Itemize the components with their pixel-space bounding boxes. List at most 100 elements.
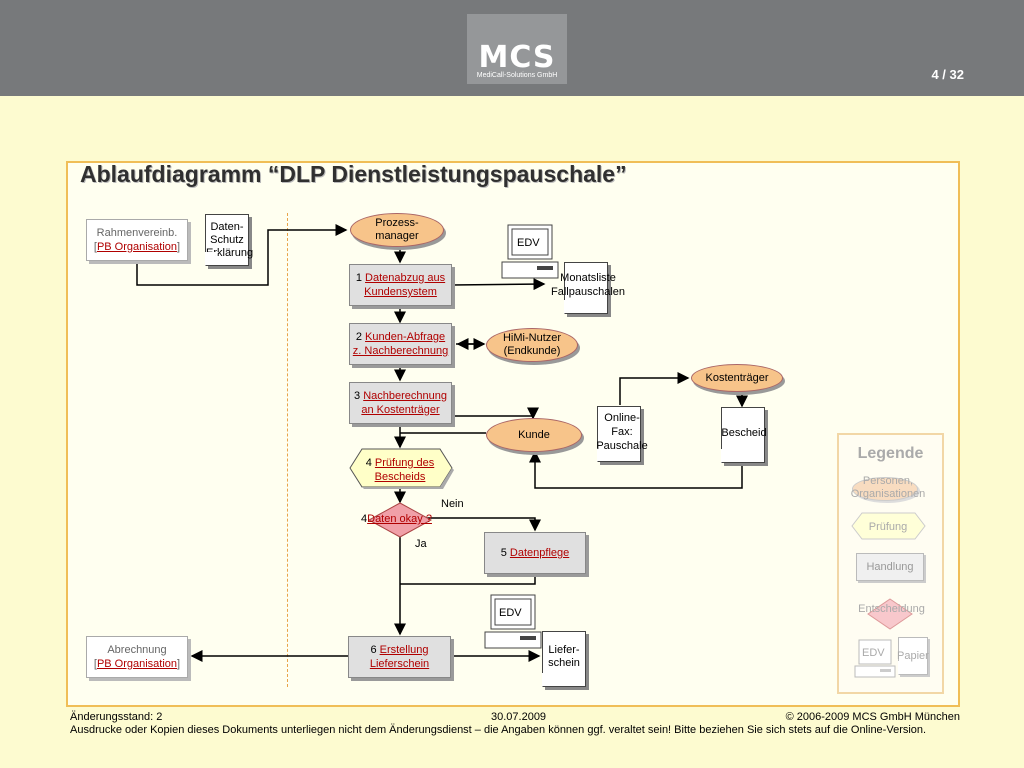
monatsliste-line1: Monatsliste — [560, 272, 616, 284]
step4-line1: 4 Prüfung des — [348, 456, 452, 470]
page-fold — [564, 300, 578, 314]
bescheid-document — [721, 407, 765, 463]
step1-line1: 1 Datenabzug aus — [356, 271, 445, 285]
lieferschein-document: Liefer- schein — [542, 631, 586, 687]
himi-nutzer-oval: HiMi-Nutzer (Endkunde) — [486, 328, 578, 362]
rahmen-pb-organisation-link[interactable]: PB Organisation — [96, 241, 178, 253]
abrechnung-box: Abrechnung [PB Organisation] — [86, 636, 188, 678]
legend-handlung-label: Handlung — [866, 561, 914, 573]
mcs-logo: MCS MediCall-Solutions GmbH — [467, 14, 567, 84]
step2-box: 2 Kunden-Abfrage z. Nachberechnung — [349, 323, 452, 365]
legend-entscheidung-label: Entscheidung — [858, 603, 925, 615]
decision-number: 4 — [361, 513, 368, 525]
step3-number: 3 — [354, 390, 361, 402]
legend-handlung-box: Handlung — [856, 553, 924, 581]
step4-line2: Bescheids — [348, 470, 452, 484]
online-fax-document — [597, 406, 641, 462]
monatsliste-line2: Fallpauschalen — [551, 286, 625, 298]
legend-papier-document — [898, 637, 928, 675]
step5-number: 5 — [500, 547, 507, 559]
step5-box: 5 Datenpflege — [484, 532, 586, 574]
divider-line — [287, 213, 288, 687]
legend-edv-icon — [854, 639, 896, 678]
legend-title: Legende — [857, 445, 924, 462]
himi-line1: HiMi-Nutzer — [502, 332, 562, 344]
prozessmanager-oval: Prozess- manager — [350, 213, 444, 247]
step4-link-bescheids[interactable]: Bescheids — [374, 471, 426, 483]
datenschutz-line1: Daten- — [210, 221, 244, 233]
edv1-label: EDV — [517, 237, 540, 249]
abrechnung-pb-organisation-link[interactable]: PB Organisation — [96, 658, 178, 670]
step4-number: 4 — [365, 457, 372, 469]
rahmen-link-wrapper: [PB Organisation] — [93, 241, 181, 253]
nein-label: Nein — [441, 498, 464, 510]
abrechnung-label: Abrechnung — [107, 644, 167, 656]
page-fold — [597, 448, 611, 462]
step6-box: 6 Erstellung Lieferschein — [348, 636, 451, 678]
page-title: Ablaufdiagramm “DLP Dienstleistungspausc… — [80, 161, 627, 187]
footer-date: 30.07.2009 — [491, 711, 547, 723]
step1-link-datenabzug[interactable]: Datenabzug aus — [365, 272, 446, 284]
footer-disclaimer: Ausdrucke oder Kopien dieses Dokuments u… — [70, 724, 927, 736]
decision-link-daten-okay[interactable]: Daten okay ? — [367, 513, 432, 525]
monatsliste-label: Monatsliste Fallpauschalen — [540, 271, 636, 299]
kunde-label: Kunde — [518, 428, 550, 441]
himi-line2: (Endkunde) — [503, 345, 561, 357]
legend-pruefung-label: Prüfung — [868, 521, 908, 533]
prozessmanager-line1: Prozess- — [375, 217, 419, 229]
step1-box: 1 Datenabzug aus Kundensystem — [349, 264, 452, 306]
bescheid-label: Bescheid — [721, 427, 767, 439]
edv-computer-icon — [484, 594, 542, 649]
step2-line1: 2 Kunden-Abfrage — [356, 330, 445, 344]
step3-link-kostentraeger[interactable]: an Kostenträger — [361, 404, 440, 416]
lieferschein-line1: Liefer- — [548, 644, 580, 656]
step4-link-pruefung[interactable]: Prüfung des — [374, 457, 435, 469]
online-fax-line2: Fax: — [611, 426, 633, 438]
abrechnung-link-wrapper: [PB Organisation] — [93, 658, 181, 670]
step2-number: 2 — [355, 331, 362, 343]
prozessmanager-line2: manager — [375, 230, 419, 242]
step1-number: 1 — [355, 272, 362, 284]
rahmenvereinbarung-box: Rahmenvereinb. [PB Organisation] — [86, 219, 188, 261]
legend-person-label: Personen, Organisationen — [840, 475, 936, 501]
page-fold — [205, 252, 219, 266]
step5-link-datenpflege[interactable]: Datenpflege — [509, 547, 570, 559]
online-fax-line3: Pauschale — [596, 440, 648, 452]
footer-status: Änderungsstand: 2 — [70, 711, 163, 723]
online-fax-label: Online- Fax: Pauschale — [584, 411, 660, 453]
logo-subtext: MediCall-Solutions GmbH — [476, 72, 558, 79]
page-number: 4 / 32 — [931, 67, 964, 82]
step4-pruefung-hexagon — [349, 448, 454, 489]
step3-box: 3 Nachberechnung an Kostenträger — [349, 382, 452, 424]
legend-entscheidung-diamond — [867, 598, 913, 630]
page-fold — [898, 661, 912, 675]
step5-line1: 5 Datenpflege — [501, 546, 570, 560]
step6-number: 6 — [370, 644, 377, 656]
step6-line1: 6 Erstellung — [370, 643, 428, 657]
footer-copyright: © 2006-2009 MCS GmbH München — [785, 711, 960, 723]
edv2-label: EDV — [499, 607, 522, 619]
step6-link-lieferschein[interactable]: Lieferschein — [369, 658, 430, 670]
decision-label: 4Daten okay ? — [361, 513, 432, 525]
edv-computer-icon — [501, 224, 559, 279]
step6-link-erstellung[interactable]: Erstellung — [379, 644, 429, 656]
online-fax-line1: Online- — [604, 412, 640, 424]
step3-link-nachberechnung[interactable]: Nachberechnung — [363, 390, 447, 402]
step3-line1: 3 Nachberechnung — [354, 389, 447, 403]
step2-link-kunden-abfrage[interactable]: Kunden-Abfrage — [365, 331, 446, 343]
ja-label: Ja — [415, 538, 427, 550]
legend-papier-label: Papier — [897, 650, 929, 662]
step4-label: 4 Prüfung des Bescheids — [348, 456, 452, 484]
kostentraeger-oval: Kostenträger — [691, 364, 783, 392]
legend-pruefung-hexagon — [851, 512, 926, 540]
datenschutz-document: Daten- Schutz Erklärung — [205, 214, 253, 266]
page-fold — [721, 449, 735, 463]
logo-text: MCS — [478, 40, 556, 75]
decision-diamond — [368, 502, 433, 538]
rahmen-label: Rahmenvereinb. — [96, 227, 178, 239]
step2-link-nachberechnung[interactable]: z. Nachberechnung — [352, 345, 449, 357]
legend-person-oval — [852, 477, 918, 501]
step1-link-kundensystem[interactable]: Kundensystem — [364, 286, 437, 298]
page-fold — [542, 673, 556, 687]
legend-person-line1: Personen, — [862, 475, 914, 487]
